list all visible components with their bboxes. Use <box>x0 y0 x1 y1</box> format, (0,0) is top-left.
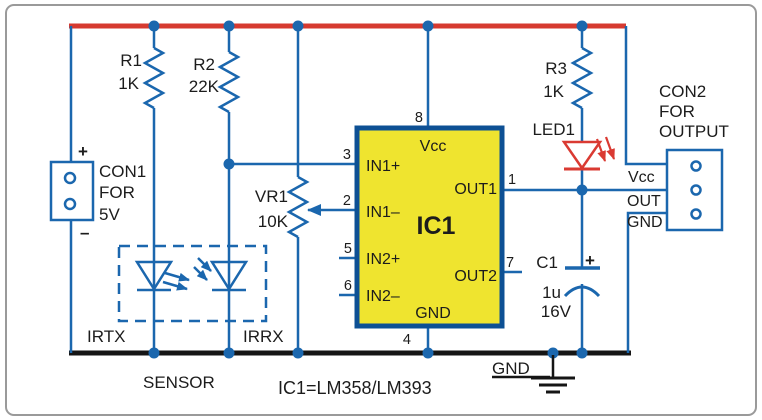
r3-ref-label: R3 <box>545 59 567 78</box>
con1-pin-plus <box>63 171 77 185</box>
ic1-pin4-number: 4 <box>403 332 411 348</box>
con2-pin-gnd-label: GND <box>627 214 663 231</box>
wiring <box>69 26 667 353</box>
ic1-body <box>354 125 505 329</box>
r2-zigzag <box>217 50 241 114</box>
ic1-pin-out1-label: OUT1 <box>454 181 497 198</box>
ic-part-note: IC1=LM358/LM393 <box>278 378 432 398</box>
ic1-pin3-number: 3 <box>343 147 351 163</box>
junction-dot <box>576 20 588 32</box>
junction-dot <box>223 20 235 32</box>
con1-pin-minus <box>63 197 77 211</box>
junction-dot <box>148 347 160 359</box>
irtx-emit-arrow-2 <box>162 280 188 291</box>
frame-border <box>5 4 757 416</box>
con2-pin-out <box>690 184 702 196</box>
sensor-label: SENSOR <box>143 373 215 392</box>
ic1-pin5-number: 5 <box>344 241 352 257</box>
c1-ref-label: C1 <box>536 253 558 272</box>
irtx-emit-arrow-1 <box>164 271 190 282</box>
junction-dot <box>223 158 235 170</box>
r3-zigzag <box>570 46 594 110</box>
c1-polarity-mark: + <box>585 251 595 270</box>
junction-dot <box>547 347 559 359</box>
led1-symbol <box>561 136 616 171</box>
junction-dot <box>576 347 588 359</box>
vr1-zigzag <box>286 175 310 239</box>
junction-dot <box>223 347 235 359</box>
junction-dots <box>148 20 588 359</box>
ic1-pin1-number: 1 <box>508 172 516 188</box>
sensor-dashed-box <box>117 244 268 323</box>
irtx-label: IRTX <box>87 327 125 346</box>
c1-symbol <box>563 266 601 298</box>
c1-voltage-label: 16V <box>541 302 572 321</box>
ic1-pin8-number: 8 <box>415 110 423 126</box>
gnd-label: GND <box>492 359 530 378</box>
con2-symbol <box>665 148 724 232</box>
irtx-triangle <box>134 260 174 292</box>
irtx-symbol <box>134 260 190 292</box>
r2-ref-label: R2 <box>193 55 215 74</box>
con1-desc2-label: 5V <box>99 205 120 224</box>
junction-dot <box>422 347 434 359</box>
c1-value-label: 1u <box>542 283 561 302</box>
con1-plus-mark: + <box>78 142 88 161</box>
con2-vcc-wire <box>624 26 667 166</box>
con2-desc2-label: OUTPUT <box>659 122 729 141</box>
led1-emit-arrow-1 <box>595 138 607 162</box>
con2-pin-out-label: OUT <box>627 193 661 210</box>
junction-dot <box>292 20 304 32</box>
ic1-pin-in1n-label: IN1– <box>366 204 400 221</box>
r1-zigzag <box>142 46 166 110</box>
con2-pin-gnd <box>690 208 702 220</box>
con1-body <box>49 160 95 222</box>
irrx-symbol <box>193 257 249 292</box>
con2-pin-vcc <box>690 160 702 172</box>
junction-dot <box>292 347 304 359</box>
ic1-pin-out2-label: OUT2 <box>454 268 497 285</box>
vr1-ref-label: VR1 <box>255 187 288 206</box>
earth-ground-symbol <box>492 355 575 394</box>
r2-value-label: 22K <box>189 77 220 96</box>
ic1-pin-vcc-label: Vcc <box>420 138 447 155</box>
junction-dot <box>576 184 588 196</box>
c1-plate-curved <box>563 285 601 298</box>
ic1-pin-in1p-label: IN1+ <box>366 158 400 175</box>
con1-ref-label: CON1 <box>99 162 146 181</box>
r1-value-label: 1K <box>118 74 139 93</box>
irrx-triangle <box>209 260 249 292</box>
ic1-pin7-number: 7 <box>506 255 514 271</box>
con2-gnd-wire <box>626 211 667 353</box>
con1-symbol <box>49 160 95 222</box>
ic1-pin6-number: 6 <box>344 278 352 294</box>
ic1-pin-in2p-label: IN2+ <box>366 251 400 268</box>
con1-minus-mark: – <box>80 223 89 242</box>
irrx-receive-arrow-2 <box>193 266 208 281</box>
r1-ref-label: R1 <box>120 51 142 70</box>
con2-pin-vcc-label: Vcc <box>628 169 655 186</box>
led1-emit-arrow-2 <box>604 136 616 160</box>
led1-triangle <box>561 140 603 171</box>
ic1-ref-label: IC1 <box>417 212 456 240</box>
ic1-pin-in2n-label: IN2– <box>366 288 400 305</box>
con2-ref-label: CON2 <box>659 82 706 101</box>
ic1-pin-gnd-label: GND <box>415 305 451 322</box>
con1-desc1-label: FOR <box>99 183 135 202</box>
con2-desc1-label: FOR <box>659 102 695 121</box>
junction-dot <box>422 20 434 32</box>
irrx-label: IRRX <box>243 327 284 346</box>
r3-value-label: 1K <box>543 82 564 101</box>
led1-ref-label: LED1 <box>532 120 575 139</box>
vr1-value-label: 10K <box>258 212 289 231</box>
irrx-receive-arrow-1 <box>197 257 212 272</box>
junction-dot <box>148 20 160 32</box>
ic1-pin2-number: 2 <box>343 193 351 209</box>
